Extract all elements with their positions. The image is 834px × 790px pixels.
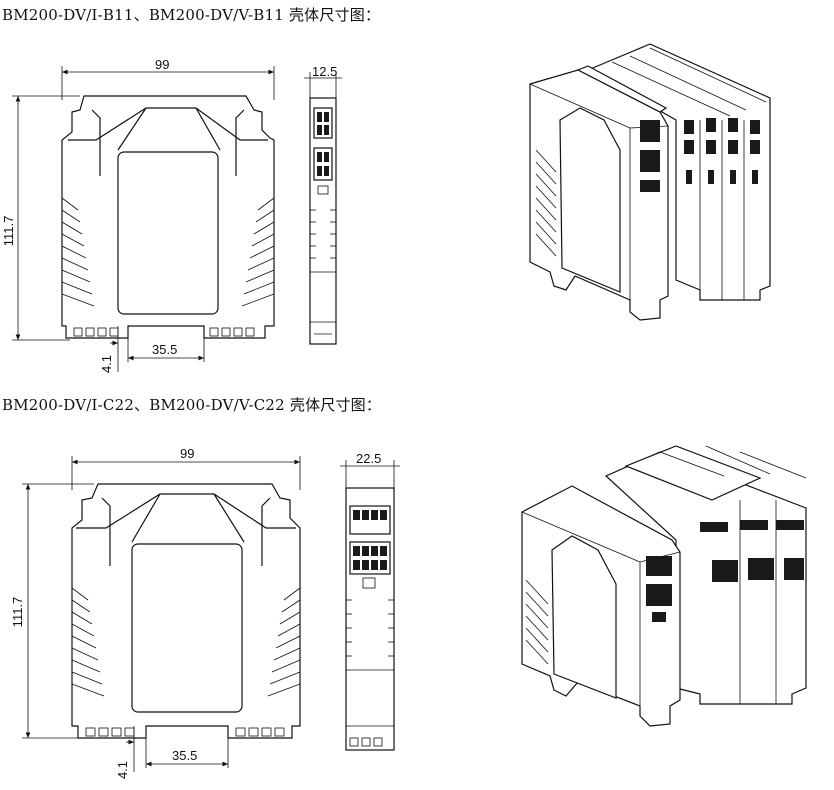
s2-depth-label: 22.5	[356, 451, 381, 466]
section1-front-view	[12, 66, 275, 372]
section2-front-view	[22, 456, 301, 772]
section1-product-illustration	[529, 43, 771, 321]
section2-title: BM200-DV/I-C22、BM200-DV/V-C22 壳体尺寸图：	[2, 396, 382, 414]
s2-rail-offset-label: 4.1	[115, 761, 130, 779]
s1-rail-width-label: 35.5	[152, 342, 177, 357]
s1-depth-label: 12.5	[312, 64, 337, 79]
section1-side-view	[304, 72, 342, 345]
s1-rail-offset-label: 4.1	[99, 355, 114, 373]
section2-product-illustration	[521, 445, 807, 727]
s2-height-label: 111.7	[10, 597, 25, 628]
s1-height-label: 111.7	[1, 216, 16, 247]
section1-title: BM200-DV/I-B11、BM200-DV/V-B11 壳体尺寸图：	[2, 6, 381, 24]
s2-rail-width-label: 35.5	[172, 748, 197, 763]
section2-side-view	[340, 460, 400, 751]
s2-width-label: 99	[180, 446, 194, 461]
s1-width-label: 99	[155, 57, 169, 72]
